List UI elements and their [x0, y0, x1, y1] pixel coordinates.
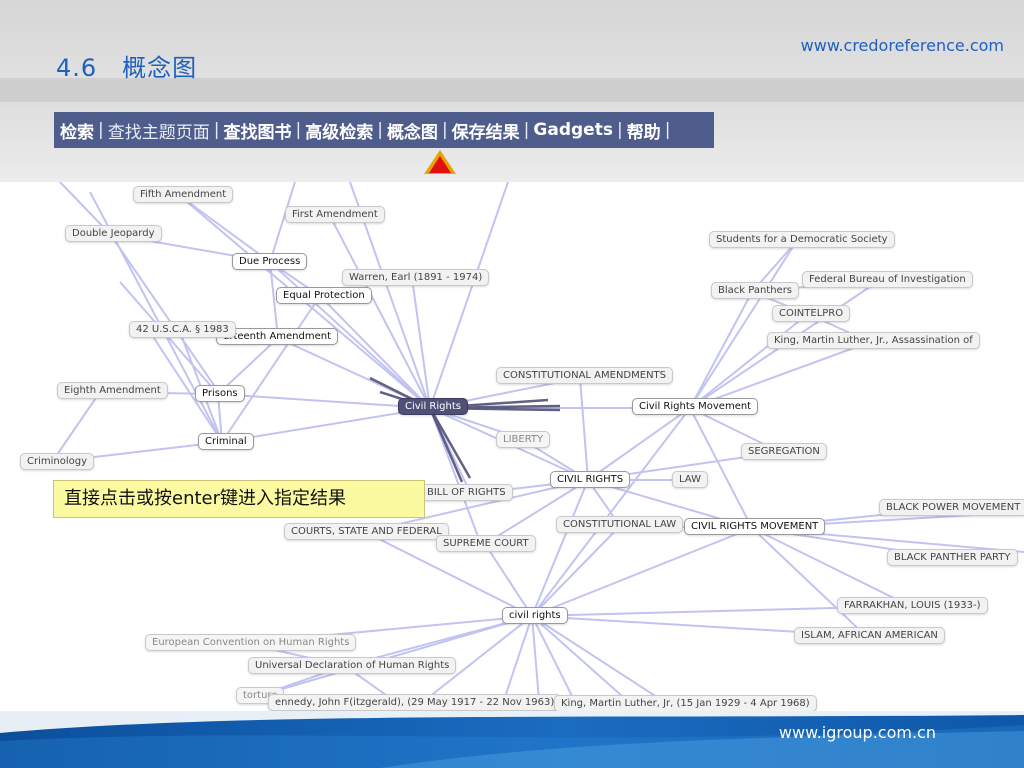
site-url: www.credoreference.com — [800, 36, 1004, 55]
concept-node[interactable]: Black Panthers — [711, 282, 800, 299]
nav-item-saved-results[interactable]: 保存结果 — [451, 122, 520, 143]
navbar: 检索 | 查找主题页面 | 查找图书 | 高级检索 | 概念图 | 保存结果 |… — [54, 112, 714, 148]
concept-node[interactable]: civil rights — [502, 607, 568, 624]
concept-node[interactable]: Federal Bureau of Investigation — [802, 271, 973, 288]
footer-wave-decoration — [0, 711, 1024, 768]
concept-node[interactable]: CIVIL RIGHTS MOVEMENT — [684, 518, 826, 535]
nav-item-gadgets[interactable]: Gadgets — [533, 120, 613, 140]
concept-node[interactable]: King, Martin Luther, Jr, (15 Jan 1929 - … — [554, 695, 817, 712]
concept-node[interactable]: SEGREGATION — [741, 443, 827, 460]
nav-item-concept-map[interactable]: 概念图 — [386, 122, 438, 143]
instruction-callout: 直接点击或按enter键进入指定结果 — [53, 480, 425, 518]
concept-node[interactable]: Eighth Amendment — [57, 382, 168, 399]
concept-node[interactable]: European Convention on Human Rights — [145, 634, 357, 651]
concept-node[interactable]: COINTELPRO — [772, 305, 851, 322]
nav-separator: | — [377, 120, 383, 140]
concept-node[interactable]: Universal Declaration of Human Rights — [248, 657, 457, 674]
concept-node[interactable]: LIBERTY — [496, 431, 551, 448]
concept-node[interactable]: COURTS, STATE AND FEDERAL — [284, 523, 449, 540]
concept-node[interactable]: BLACK POWER MOVEMENT — [879, 499, 1024, 516]
nav-separator: | — [441, 120, 448, 140]
nav-separator: | — [523, 120, 530, 140]
nav-separator: | — [664, 120, 671, 140]
nav-separator: | — [616, 120, 623, 140]
concept-node[interactable]: Criminal — [198, 433, 254, 450]
nav-separator: | — [295, 120, 302, 140]
concept-node[interactable]: King, Martin Luther, Jr., Assassination … — [767, 332, 980, 349]
callout-text-after: 键进入指定结果 — [220, 488, 347, 509]
header-divider-band — [0, 78, 1024, 102]
footer-band: www.igroup.com.cn — [0, 711, 1024, 768]
concept-node[interactable]: Prisons — [195, 385, 245, 402]
concept-map[interactable]: Fifth Amendment First Amendment Double J… — [0, 182, 1024, 712]
concept-node[interactable]: 42 U.S.C.A. § 1983 — [129, 321, 236, 338]
pointer-triangle-fill — [429, 156, 451, 173]
footer-url: www.igroup.com.cn — [778, 723, 936, 742]
concept-node[interactable]: ISLAM, AFRICAN AMERICAN — [794, 627, 945, 644]
concept-node[interactable]: Criminology — [20, 453, 95, 470]
concept-node[interactable]: Civil Rights Movement — [632, 398, 759, 415]
nav-item-find-topic-pages[interactable]: 查找主题页面 — [107, 122, 210, 143]
concept-node[interactable]: Students for a Democratic Society — [709, 231, 895, 248]
concept-node[interactable]: BILL OF RIGHTS — [420, 484, 513, 501]
concept-node[interactable]: ennedy, John F(itzgerald), (29 May 1917 … — [268, 694, 562, 711]
callout-text-before: 直接点击或按 — [64, 488, 172, 509]
concept-node[interactable]: Warren, Earl (1891 - 1974) — [342, 269, 490, 286]
nav-item-advanced-search[interactable]: 高级检索 — [305, 122, 374, 143]
concept-node[interactable]: BLACK PANTHER PARTY — [887, 549, 1018, 566]
concept-node[interactable]: FARRAKHAN, LOUIS (1933-) — [837, 597, 988, 614]
concept-node[interactable]: Equal Protection — [276, 287, 372, 304]
concept-node[interactable]: SUPREME COURT — [436, 535, 536, 552]
nav-item-help[interactable]: 帮助 — [626, 122, 661, 143]
concept-node-center[interactable]: Civil Rights — [398, 398, 468, 415]
concept-node[interactable]: Due Process — [232, 253, 308, 270]
concept-node[interactable]: Double Jeopardy — [65, 225, 162, 242]
nav-item-find-books[interactable]: 查找图书 — [223, 122, 292, 143]
nav-item-search[interactable]: 检索 — [60, 122, 94, 143]
concept-node[interactable]: CONSTITUTIONAL AMENDMENTS — [496, 367, 674, 384]
nav-separator: | — [213, 120, 220, 140]
header-band — [0, 0, 1024, 78]
concept-node[interactable]: LAW — [672, 471, 708, 488]
concept-node[interactable]: CONSTITUTIONAL LAW — [556, 516, 684, 533]
concept-node[interactable]: Fifth Amendment — [133, 186, 234, 203]
callout-text-key: enter — [172, 488, 221, 509]
slide-title: 4.6 概念图 — [56, 54, 198, 82]
concept-node[interactable]: CIVIL RIGHTS — [550, 471, 631, 488]
concept-node[interactable]: First Amendment — [285, 206, 385, 223]
nav-separator: | — [98, 120, 104, 140]
